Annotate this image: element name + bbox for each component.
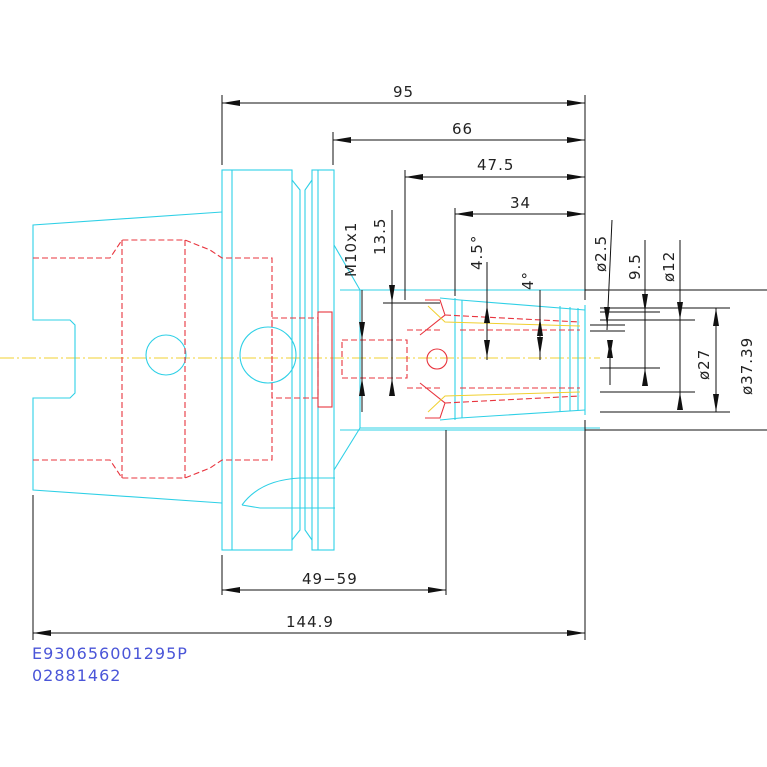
dim-4-deg: 4° [519, 271, 537, 290]
part-number-label: 02881462 [32, 666, 122, 685]
dimension-lines [32, 95, 767, 640]
dim-dia-12: ø12 [660, 251, 678, 282]
dim-47-5: 47.5 [477, 156, 514, 174]
dim-144-9: 144.9 [286, 613, 334, 631]
collet-lines [427, 305, 581, 413]
dim-66: 66 [452, 120, 473, 138]
tool-outline [32, 169, 600, 551]
dim-9-5: 9.5 [626, 253, 644, 280]
dim-dia-2-5: ø2.5 [592, 235, 610, 272]
dim-4-5-deg: 4.5° [468, 235, 486, 270]
dim-34: 34 [510, 194, 531, 212]
dim-dia-27: ø27 [695, 349, 713, 380]
dim-13-5: 13.5 [371, 218, 389, 255]
dim-m10x1: M10x1 [342, 222, 360, 277]
dim-49-59: 49−59 [302, 570, 358, 588]
dim-95: 95 [393, 83, 414, 101]
dim-dia-37-39: ø37.39 [738, 337, 756, 395]
part-code-label: E930656001295P [32, 644, 188, 663]
hidden-lines [33, 239, 581, 479]
